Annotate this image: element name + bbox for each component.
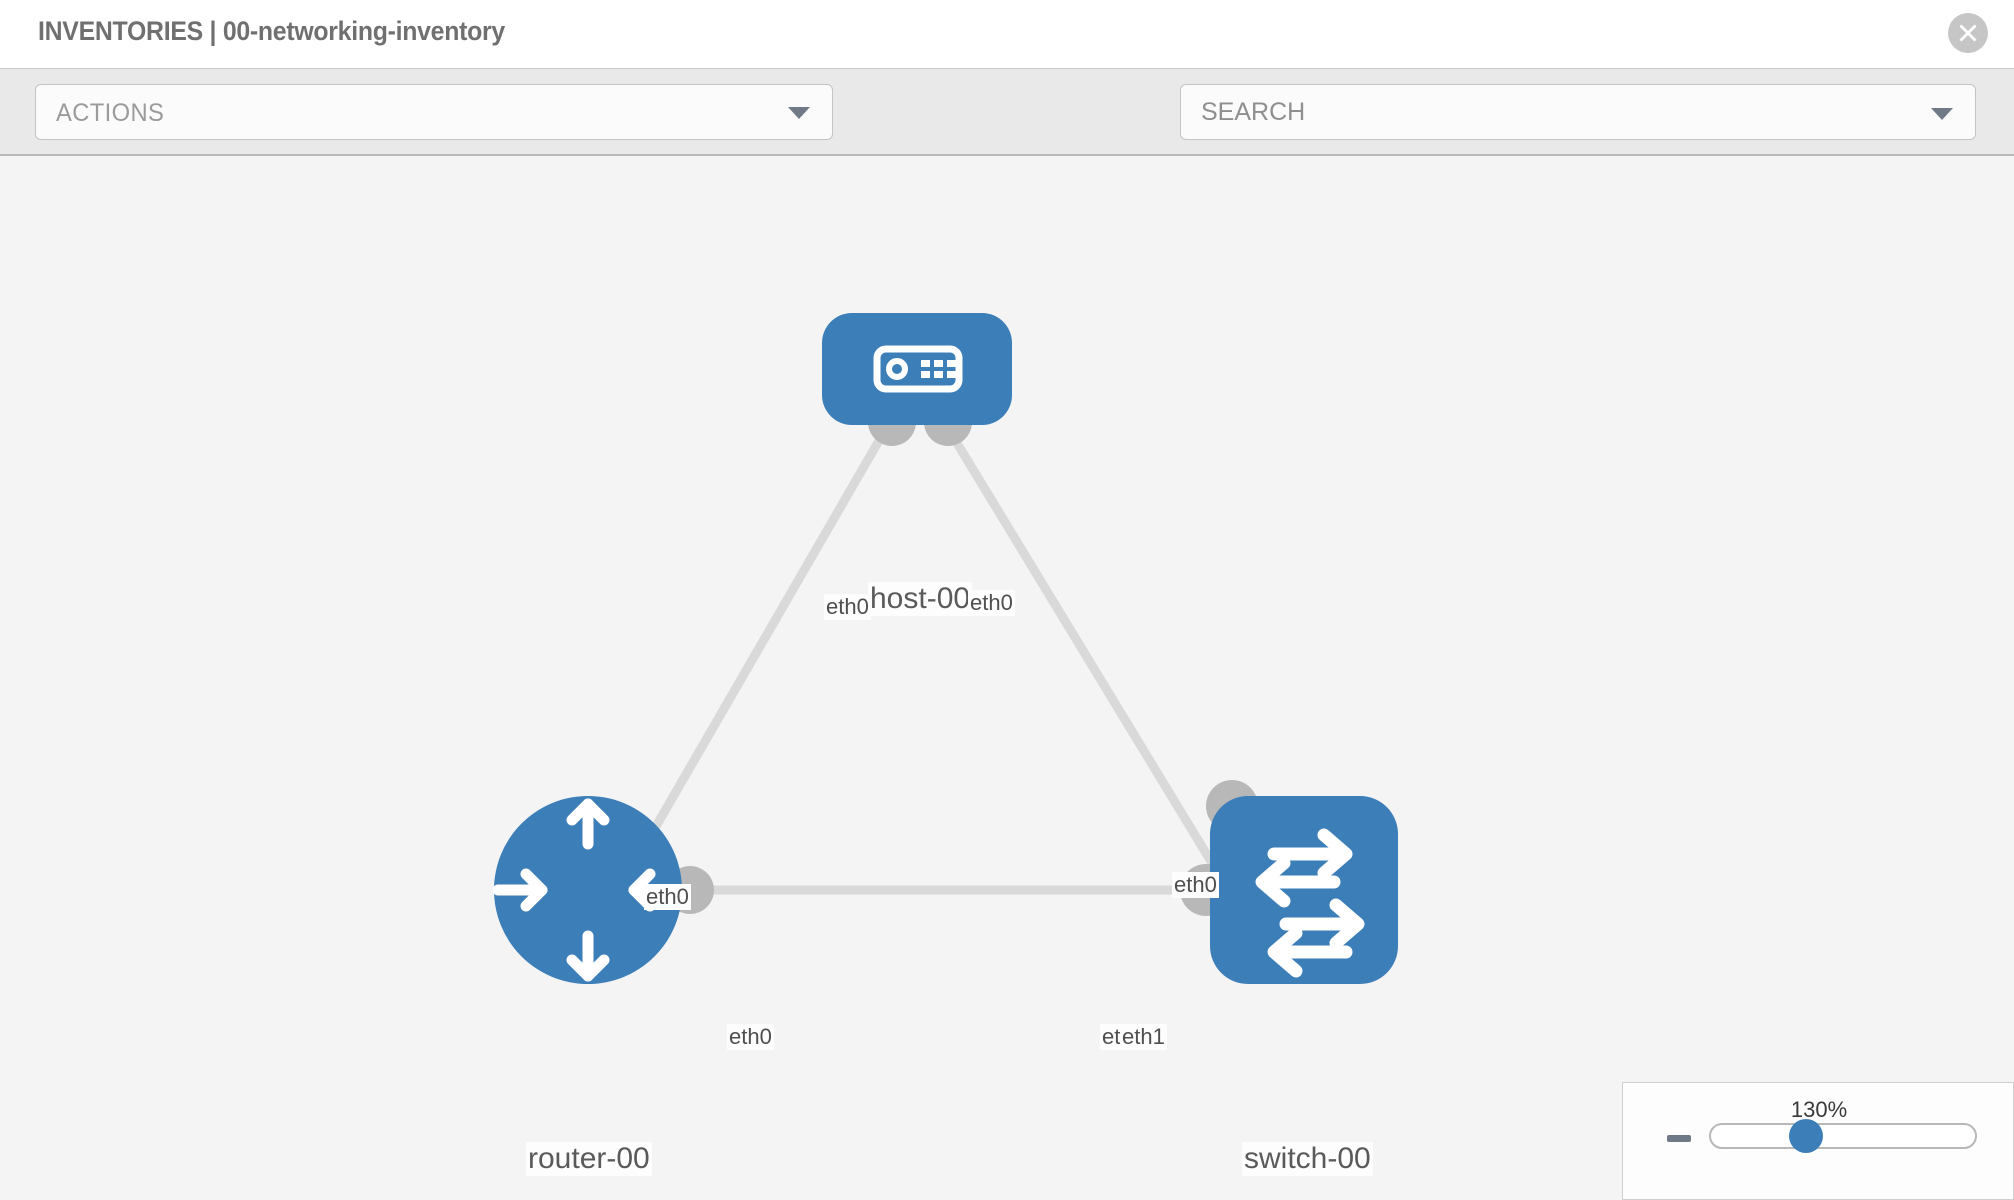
- iface-label-switch00-eth1[interactable]: eth1: [1120, 1024, 1167, 1050]
- close-icon[interactable]: [1948, 13, 1988, 53]
- iface-label-host00-right[interactable]: eth0: [968, 590, 1015, 616]
- zoom-out-button[interactable]: [1667, 1135, 1691, 1142]
- search-field-wrapper[interactable]: [1180, 84, 1976, 140]
- actions-dropdown[interactable]: ACTIONS: [35, 84, 833, 140]
- node-switch-00[interactable]: [1210, 796, 1398, 984]
- page-title: INVENTORIES | 00-networking-inventory: [38, 16, 505, 46]
- edge-host00-router00[interactable]: [614, 422, 892, 895]
- router-arrows-icon: [492, 798, 684, 982]
- header-bar: INVENTORIES | 00-networking-inventory: [0, 0, 2014, 68]
- topology-canvas[interactable]: eth0 host-00 eth0 eth0 eth0 eth0 eth0 et…: [0, 156, 2014, 1200]
- iface-label-switch00-uplink[interactable]: eth0: [1172, 872, 1219, 898]
- topology-graph: [492, 313, 1398, 984]
- node-label-router-00[interactable]: router-00: [526, 1142, 652, 1176]
- zoom-percent-label: 130%: [1790, 1097, 1848, 1122]
- node-label-host-00[interactable]: host-00: [868, 582, 973, 616]
- close-x-glyph: [1959, 24, 1977, 42]
- zoom-slider-thumb[interactable]: [1789, 1119, 1823, 1153]
- zoom-control-panel: 130%: [1622, 1082, 2014, 1200]
- switch-arrows-icon: [1255, 828, 1365, 978]
- search-input[interactable]: [1181, 85, 1916, 139]
- zoom-slider-track[interactable]: [1709, 1123, 1977, 1149]
- edge-group: [614, 422, 1236, 899]
- chevron-down-icon: [788, 107, 810, 119]
- actions-dropdown-label: ACTIONS: [56, 99, 165, 127]
- chevron-down-icon[interactable]: [1931, 108, 1953, 120]
- node-host-00[interactable]: [822, 313, 1012, 425]
- edge-host00-switch00[interactable]: [942, 422, 1236, 899]
- zoom-in-button[interactable]: [1975, 1121, 2011, 1157]
- toolbar: ACTIONS: [0, 68, 2014, 205]
- iface-label-router00-eth0[interactable]: eth0: [727, 1024, 774, 1050]
- iface-label-router00-uplink[interactable]: eth0: [644, 884, 691, 910]
- server-icon: [873, 345, 963, 393]
- node-label-switch-00[interactable]: switch-00: [1242, 1142, 1373, 1176]
- iface-label-host00-left[interactable]: eth0: [824, 594, 871, 620]
- node-router-00[interactable]: [492, 796, 684, 984]
